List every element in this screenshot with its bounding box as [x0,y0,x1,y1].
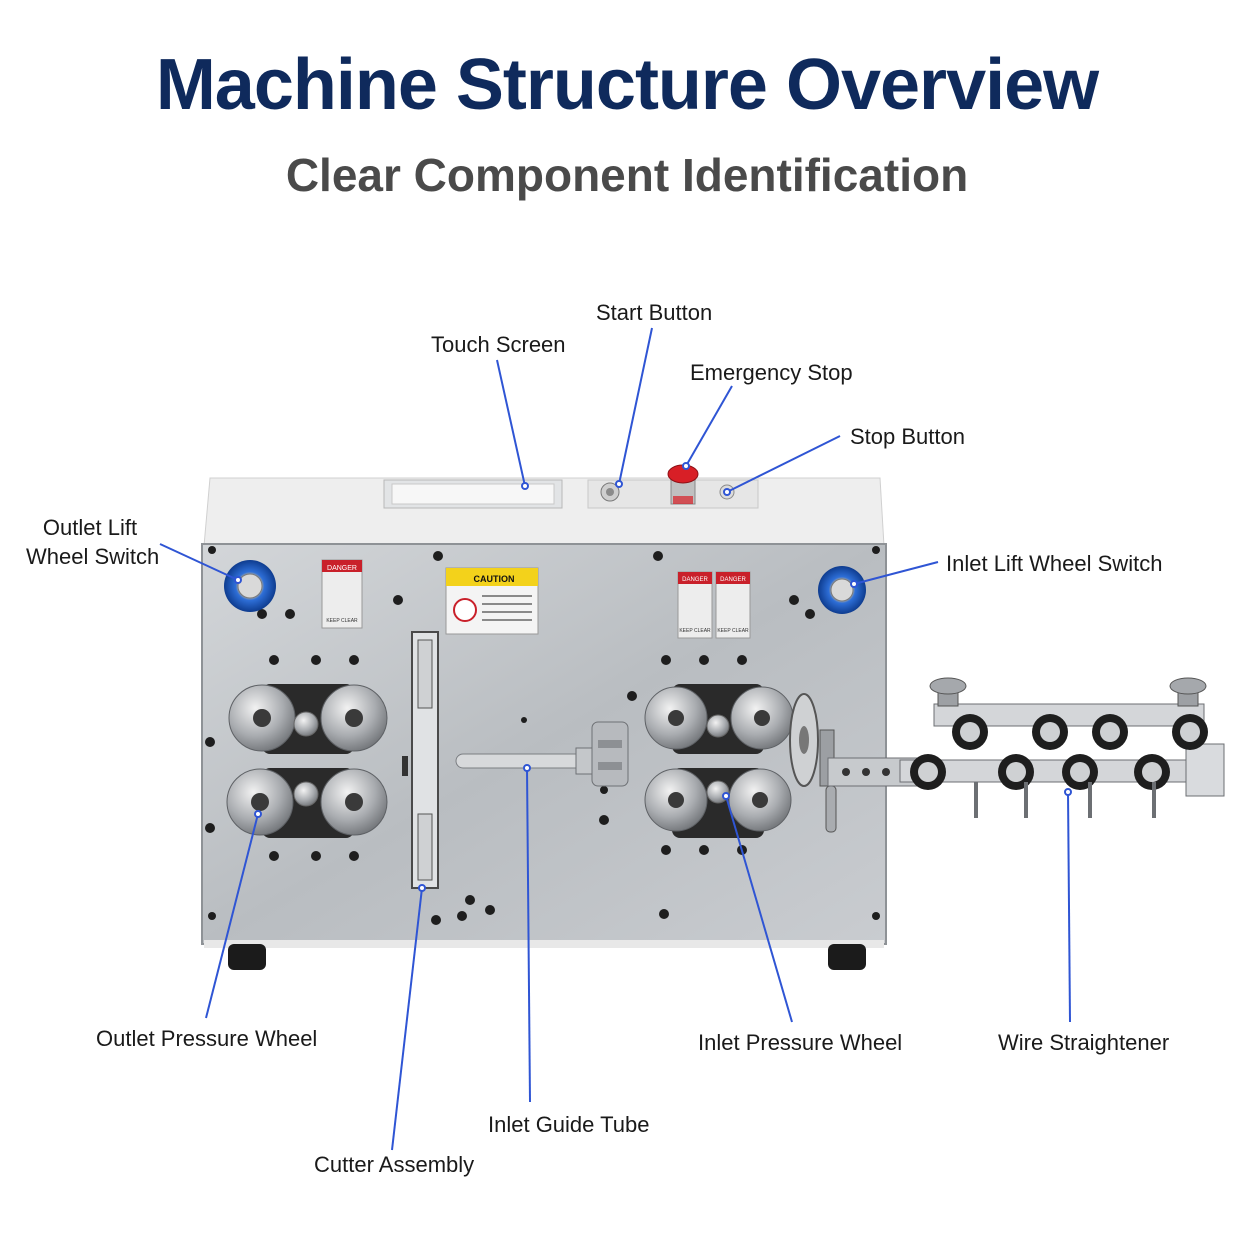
caution-sign: CAUTION [445,567,539,635]
machine-foot-left [228,944,266,970]
straightener-knobs [929,677,1207,707]
touch-screen[interactable] [391,483,555,505]
leader-inlet-pressure [725,795,793,1023]
leader-inlet-lift [853,561,939,585]
leader-outlet-pressure [205,813,259,1019]
svg-text:DANGER: DANGER [682,577,708,583]
svg-text:KEEP CLEAR: KEEP CLEAR [717,628,749,634]
label-outlet-lift-line2: Wheel Switch [26,544,160,569]
leader-cutter [391,887,423,1151]
page-subtitle: Clear Component Identification [285,149,969,201]
danger-sign-left: DANGER KEEP CLEAR [321,559,363,629]
page-title: Machine Structure Overview [155,45,1099,125]
machine-foot-right [828,944,866,970]
emergency-stop-button[interactable] [667,464,699,505]
label-cutter-assembly: Cutter Assembly [314,1152,475,1177]
panel-holes [205,546,880,925]
outlet-pressure-wheels[interactable] [226,684,388,838]
leader-lines [159,327,1072,1151]
leader-start-button [618,327,653,485]
inlet-pressure-wheels[interactable] [644,684,794,838]
svg-text:KEEP CLEAR: KEEP CLEAR [326,618,358,624]
leader-emergency-stop [685,385,733,467]
leader-outlet-lift [159,543,239,581]
inlet-guide-tube[interactable] [455,721,629,787]
label-outlet-lift-wheel-switch: Outlet Lift Wheel Switch [26,513,160,571]
label-wire-straightener: Wire Straightener [998,1030,1170,1055]
danger-sign-right-2: DANGER KEEP CLEAR [715,571,751,639]
svg-text:DANGER: DANGER [327,565,357,572]
leader-wire-straightener [1067,791,1071,1023]
wire-straightener[interactable] [827,677,1225,818]
inlet-lift-wheel-switch[interactable] [818,566,866,614]
label-touch-screen: Touch Screen [431,332,566,357]
straightener-rollers [910,714,1208,790]
label-inlet-lift-wheel-switch: Inlet Lift Wheel Switch [946,551,1163,576]
label-emergency-stop: Emergency Stop [690,360,853,385]
leader-stop-button [726,435,841,493]
leader-touch-screen [496,359,526,487]
cutter-assembly[interactable] [402,631,439,889]
svg-text:CAUTION: CAUTION [474,574,515,584]
outlet-lift-wheel-switch[interactable] [224,560,276,612]
danger-sign-right-1: DANGER KEEP CLEAR [677,571,713,639]
svg-text:DANGER: DANGER [720,577,746,583]
machine-top-housing [203,477,885,547]
label-outlet-pressure-wheel: Outlet Pressure Wheel [96,1026,318,1051]
leader-inlet-guide [526,767,531,1103]
hand-wheel[interactable] [789,693,837,833]
label-stop-button: Stop Button [850,424,965,449]
svg-text:KEEP CLEAR: KEEP CLEAR [679,628,711,634]
label-outlet-lift-line1: Outlet Lift [42,515,138,540]
label-start-button: Start Button [596,300,713,325]
label-inlet-pressure-wheel: Inlet Pressure Wheel [698,1030,903,1055]
label-inlet-guide-tube: Inlet Guide Tube [488,1112,650,1137]
start-button[interactable] [600,482,620,502]
